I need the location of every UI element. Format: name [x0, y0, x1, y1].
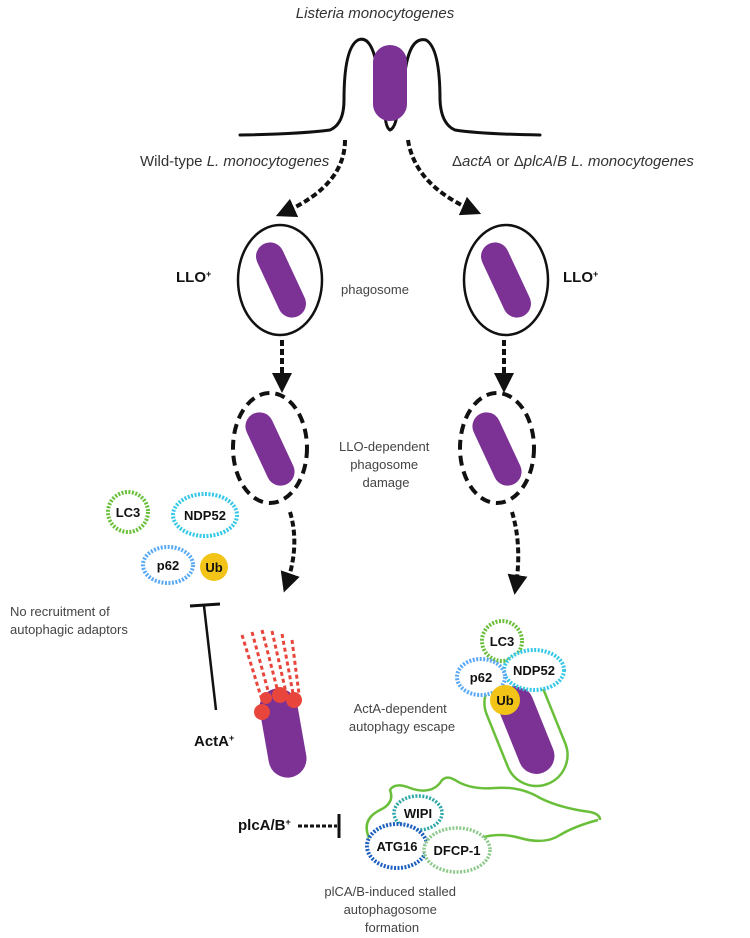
- arrow-right-to-autophagy: [507, 511, 528, 595]
- phagosome-left: [236, 223, 324, 337]
- bacterium-entering: [373, 45, 407, 121]
- p62-free: [141, 545, 195, 585]
- damage-label: LLO-dependent phagosome damage: [339, 439, 433, 490]
- damaged-phagosome-right: [458, 391, 536, 505]
- escape-label: ActA-dependent autophagy escape: [349, 701, 455, 734]
- acta-bead: [286, 692, 302, 708]
- lc3-bound-label: LC3: [490, 634, 515, 649]
- acta-bead: [254, 704, 270, 720]
- acta-bead: [260, 692, 272, 704]
- ndp52-free-label: NDP52: [184, 508, 226, 523]
- phagosome-right: [462, 223, 550, 337]
- acta-inhibition-bar: [189, 602, 221, 608]
- arrow-left-to-escape: [280, 511, 300, 593]
- llo-label-right: LLO+: [563, 269, 598, 286]
- branch-label-mutant: ΔactA or ΔplcA/B L. monocytogenes: [452, 153, 694, 170]
- atg16-label: ATG16: [377, 839, 418, 854]
- arrow-to-left-phagosome: [275, 139, 347, 218]
- lc3-bound: [480, 619, 524, 663]
- ndp52-bound: [502, 648, 566, 692]
- arrow-to-right-phagosome: [406, 139, 482, 216]
- ub-free-label: Ub: [205, 560, 222, 575]
- branch-label-wildtype: Wild-type L. monocytogenes: [140, 153, 330, 170]
- p62-bound-label: p62: [470, 670, 492, 685]
- wipi-label: WIPI: [404, 806, 432, 821]
- acta-inhibition-line: [202, 605, 218, 711]
- dfcp1-label: DFCP-1: [434, 843, 481, 858]
- diagram-title: Listeria monocytogenes: [296, 5, 455, 22]
- dfcp1-complex: [422, 826, 492, 874]
- p62-bound: [455, 657, 507, 697]
- bacterium-acta: [259, 688, 307, 778]
- bacterium-phagosome-left: [256, 242, 306, 318]
- ub-bound-label: Ub: [496, 693, 513, 708]
- acta-label: ActA+: [194, 733, 234, 750]
- lc3-free: [106, 490, 150, 534]
- phagosome-label: phagosome: [341, 282, 409, 297]
- llo-label-left: LLO+: [176, 269, 211, 286]
- ub-free: [200, 553, 228, 581]
- damaged-phagosome-left: [231, 391, 309, 505]
- acta-tail: [240, 629, 302, 703]
- acta-bead: [272, 687, 288, 703]
- ndp52-free: [171, 492, 239, 538]
- stalled-label: plCA/B-induced stalled autophagosome for…: [324, 884, 459, 935]
- no-recruitment-label: No recruitment of autophagic adaptors: [10, 604, 128, 637]
- ub-bound: [490, 685, 520, 715]
- bacterium-damaged-right: [472, 412, 522, 486]
- p62-free-label: p62: [157, 558, 179, 573]
- ndp52-bound-label: NDP52: [513, 663, 555, 678]
- plcab-label: plcA/B+: [238, 817, 291, 834]
- bacterium-damaged-left: [245, 412, 295, 486]
- host-membrane: [238, 37, 542, 137]
- lc3-free-label: LC3: [116, 505, 141, 520]
- bacterium-phagosome-right: [481, 242, 531, 318]
